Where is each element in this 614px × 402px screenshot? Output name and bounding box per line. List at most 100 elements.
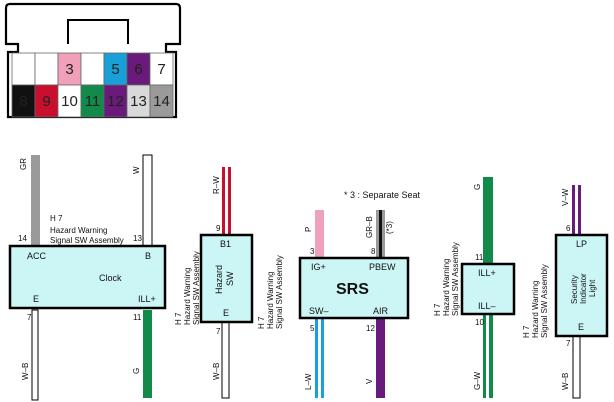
connector-cavity: 6 bbox=[126, 52, 151, 86]
hazard-label-2: SW bbox=[225, 271, 235, 286]
wire-v bbox=[376, 318, 385, 398]
hazard-wire-top-label: R–W bbox=[212, 176, 221, 194]
hazard-side-line2: Signal SW Assembly bbox=[192, 251, 201, 325]
srs-term-air: AIR bbox=[373, 306, 389, 316]
wire-wb bbox=[31, 309, 39, 401]
wire-p bbox=[315, 210, 324, 258]
connector-cavity: 9 bbox=[34, 84, 59, 118]
ill-side-code: H 7 bbox=[433, 303, 442, 316]
security-side-code: H 7 bbox=[522, 325, 531, 338]
connector-cavity: 13 bbox=[126, 84, 151, 118]
security-wire-bot-label: W–B bbox=[561, 373, 570, 390]
srs-pin-pbew: 8 bbox=[371, 247, 376, 256]
wire-sec-wb bbox=[572, 335, 581, 399]
clock-pin-e: 7 bbox=[27, 313, 32, 322]
clock-wire-gr-label: GR bbox=[19, 158, 28, 170]
hazard-label-1: Hazard bbox=[214, 265, 224, 294]
srs-box bbox=[298, 256, 410, 320]
clock-term-acc: ACC bbox=[27, 251, 47, 261]
connector-cavity-number: 11 bbox=[85, 93, 101, 110]
security-wire-top-label: V–W bbox=[561, 188, 570, 206]
clock-wire-w-label: W bbox=[132, 166, 141, 174]
srs-block: P GR–B (*3) L–W V 3 8 5 12 H 7 Hazard Wa… bbox=[257, 210, 410, 398]
connector-cavity-number: 8 bbox=[19, 93, 27, 110]
clock-name-line1: Hazard Warning bbox=[50, 226, 108, 235]
hazard-box bbox=[199, 233, 254, 324]
hazard-side-line1: Hazard Warning bbox=[183, 267, 192, 325]
connector-cavity: 7 bbox=[149, 52, 174, 86]
ill-pin-top: 11 bbox=[475, 253, 484, 262]
connector-cavity-number: 9 bbox=[42, 93, 50, 110]
clock-pin-acc: 14 bbox=[18, 234, 27, 243]
connector-cavity bbox=[34, 52, 59, 86]
security-side-line1: Hazard Warning bbox=[531, 280, 540, 338]
connector-cavity-number: 13 bbox=[130, 93, 147, 110]
connector-cavity-number: 7 bbox=[157, 61, 165, 78]
hazard-term-b1: B1 bbox=[220, 239, 231, 249]
wire-ill-g bbox=[483, 177, 493, 265]
security-side-line2: Signal SW Assembly bbox=[540, 264, 549, 338]
srs-wire-grb-label: GR–B bbox=[365, 216, 374, 238]
srs-term-pbew: PBEW bbox=[369, 262, 396, 272]
srs-wire-p-label: P bbox=[304, 227, 313, 232]
security-label-2: Indicator bbox=[579, 273, 588, 304]
connector-cavity bbox=[80, 52, 105, 86]
hazard-block: R–W W–B 9 7 H 7 Hazard Warning Signal SW… bbox=[174, 167, 254, 399]
connector-cavity-number: 14 bbox=[153, 93, 170, 110]
security-term-lp: LP bbox=[576, 239, 587, 249]
connector-cavity: 10 bbox=[57, 84, 82, 118]
connector-cavity: 12 bbox=[103, 84, 128, 118]
security-box bbox=[554, 233, 609, 338]
ill-term-plus: ILL+ bbox=[478, 268, 496, 278]
clock-connector-code: H 7 bbox=[50, 214, 63, 223]
security-label-1: Security bbox=[570, 275, 579, 304]
ill-box bbox=[460, 262, 516, 316]
hazard-pin-top: 9 bbox=[216, 224, 221, 233]
srs-pin-igp: 3 bbox=[310, 247, 315, 256]
ill-pin-bot: 10 bbox=[475, 318, 484, 327]
connector-cavity-number: 5 bbox=[111, 61, 119, 78]
hazard-wire-bot-label: W–B bbox=[212, 363, 221, 380]
clock-wire-g-label: G bbox=[132, 368, 141, 374]
security-term-e: E bbox=[578, 322, 584, 332]
connector-cavity: 11 bbox=[80, 84, 105, 118]
wire-g bbox=[143, 310, 152, 398]
srs-side-code: H 7 bbox=[257, 316, 266, 329]
connector-cavity: 14 bbox=[149, 84, 174, 118]
security-label-3: Light bbox=[588, 279, 597, 297]
clock-box bbox=[8, 244, 167, 310]
srs-wire-v-label: V bbox=[365, 378, 374, 384]
clock-label: Clock bbox=[99, 273, 122, 283]
srs-side-line2: Signal SW Assembly bbox=[275, 255, 284, 329]
clock-term-b: B bbox=[145, 251, 151, 261]
srs-term-igp: IG+ bbox=[311, 262, 326, 272]
clock-pin-ill: 11 bbox=[133, 313, 142, 322]
srs-side-line1: Hazard Warning bbox=[266, 271, 275, 329]
ill-wire-bot-label: G–W bbox=[473, 371, 482, 390]
ill-block: G G–W 11 10 H 7 Hazard Warning Signal SW… bbox=[433, 177, 516, 398]
connector-cavity bbox=[11, 52, 36, 86]
connector-cavity-number: 6 bbox=[134, 61, 142, 78]
ill-wire-top-label: G bbox=[473, 184, 482, 190]
wire-gr bbox=[31, 155, 40, 247]
hazard-pin-bot: 7 bbox=[216, 327, 221, 336]
clock-term-e: E bbox=[33, 294, 39, 304]
clock-name-line2: Signal SW Assembly bbox=[50, 236, 124, 245]
connector-cavity: 8 bbox=[11, 84, 36, 118]
srs-pin-air: 12 bbox=[366, 324, 375, 333]
wire-hz-wb bbox=[221, 321, 230, 399]
clock-block: GR W W–B G H 7 Hazard Warning Signal SW … bbox=[8, 154, 167, 401]
security-block: V–W W–B 6 7 H 7 Hazard Warning Signal SW… bbox=[522, 185, 609, 399]
connector-cavity: 5 bbox=[103, 52, 128, 86]
connector-cavity: 3 bbox=[57, 52, 82, 86]
footnote: * 3 : Separate Seat bbox=[344, 190, 421, 200]
clock-term-ill: ILL+ bbox=[138, 294, 156, 304]
srs-pin-swm: 5 bbox=[310, 324, 315, 333]
ill-side-line1: Hazard Warning bbox=[442, 258, 451, 316]
hazard-term-e: E bbox=[223, 308, 229, 318]
connector-cavity-number: 10 bbox=[61, 93, 78, 110]
srs-label: SRS bbox=[336, 281, 369, 298]
